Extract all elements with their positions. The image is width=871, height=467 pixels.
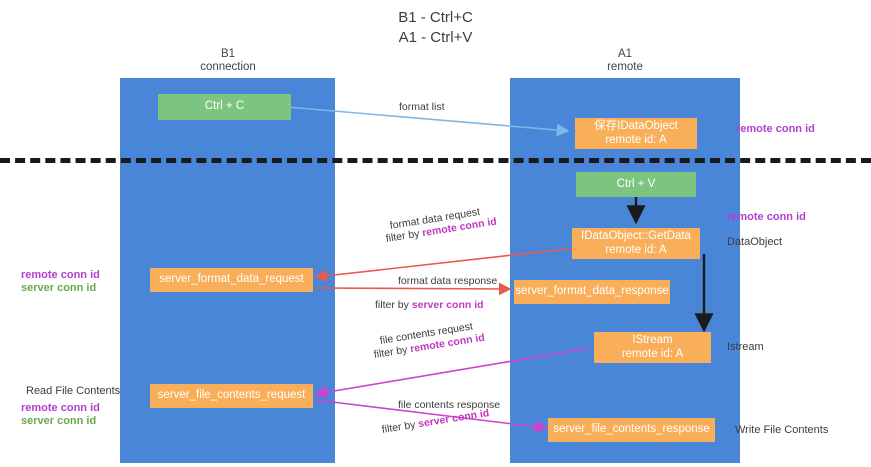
column-header-a1-role: remote	[607, 61, 643, 73]
column-header-a1-name: A1	[617, 48, 633, 60]
node-server-format-data-response-label: server_format_data_response	[515, 285, 669, 298]
node-ctrl-c-label: Ctrl + C	[204, 100, 245, 113]
note-istream: Istream	[727, 341, 764, 353]
filter-by-text-2: filter by	[375, 299, 412, 311]
filter-by-text-3: filter by	[372, 343, 412, 361]
node-getdata[interactable]: IDataObject::GetData remote id: A	[572, 228, 700, 259]
connector-format-data-response	[315, 282, 512, 296]
node-server-format-data-request-label: server_format_data_request	[159, 273, 304, 286]
node-server-format-data-response[interactable]: server_format_data_response	[514, 280, 670, 304]
note-right-top-remote-conn-id: remote conn id	[736, 123, 815, 135]
page-title: B1 - Ctrl+C A1 - Ctrl+V	[0, 8, 871, 48]
note-dataobject: DataObject	[727, 236, 783, 248]
node-getdata-remote-id: remote id: A	[605, 243, 667, 256]
column-header-a1: A1 remote	[544, 48, 706, 74]
filter-value-server-conn-id-1: server conn id	[411, 299, 484, 311]
edge-label-format-data-response: format data response	[398, 275, 498, 287]
note-left-server-conn-id: server conn id	[21, 282, 97, 294]
note-read-file-contents: Read File Contents	[26, 385, 121, 397]
node-getdata-title: IDataObject::GetData	[581, 230, 691, 242]
note-left2-remote-conn-id: remote conn id	[21, 402, 100, 414]
node-server-file-contents-request-label: server_file_contents_request	[157, 389, 306, 402]
filter-by-text-4: filter by	[380, 418, 420, 436]
node-save-idataobject[interactable]: 保存IDataObject remote id: A	[575, 118, 697, 149]
column-header-b1-role: connection	[200, 61, 256, 73]
node-istream-remote-id: remote id: A	[621, 347, 684, 360]
node-istream-title: IStream	[632, 334, 673, 346]
phase-divider	[0, 158, 871, 163]
edge-label-format-data-response-filter: filter by server conn id	[375, 299, 484, 312]
node-server-file-contents-request[interactable]: server_file_contents_request	[150, 384, 313, 408]
title-line-1: B1 - Ctrl+C	[398, 9, 473, 26]
edge-label-format-list: format list	[399, 101, 445, 113]
node-server-file-contents-response[interactable]: server_file_contents_response	[548, 418, 715, 442]
node-save-idataobject-remote-id: remote id: A	[605, 133, 667, 146]
column-header-b1: B1 connection	[147, 48, 309, 74]
note-left-remote-conn-id: remote conn id	[21, 269, 100, 281]
node-ctrl-v[interactable]: Ctrl + V	[576, 172, 696, 197]
node-save-idataobject-title: 保存IDataObject	[594, 120, 678, 132]
note-write-file-contents: Write File Contents	[735, 424, 829, 436]
node-istream[interactable]: IStream remote id: A	[594, 332, 711, 363]
node-server-format-data-request[interactable]: server_format_data_request	[150, 268, 313, 292]
node-ctrl-c[interactable]: Ctrl + C	[158, 94, 291, 120]
title-line-2: A1 - Ctrl+V	[398, 29, 473, 46]
note-left2-server-conn-id: server conn id	[21, 415, 97, 427]
note-right-mid-remote-conn-id: remote conn id	[727, 211, 806, 223]
node-ctrl-v-label: Ctrl + V	[616, 177, 656, 190]
node-server-file-contents-response-label: server_file_contents_response	[553, 423, 710, 436]
column-header-b1-name: B1	[220, 48, 236, 60]
edge-label-file-contents-response: file contents response	[398, 399, 501, 411]
